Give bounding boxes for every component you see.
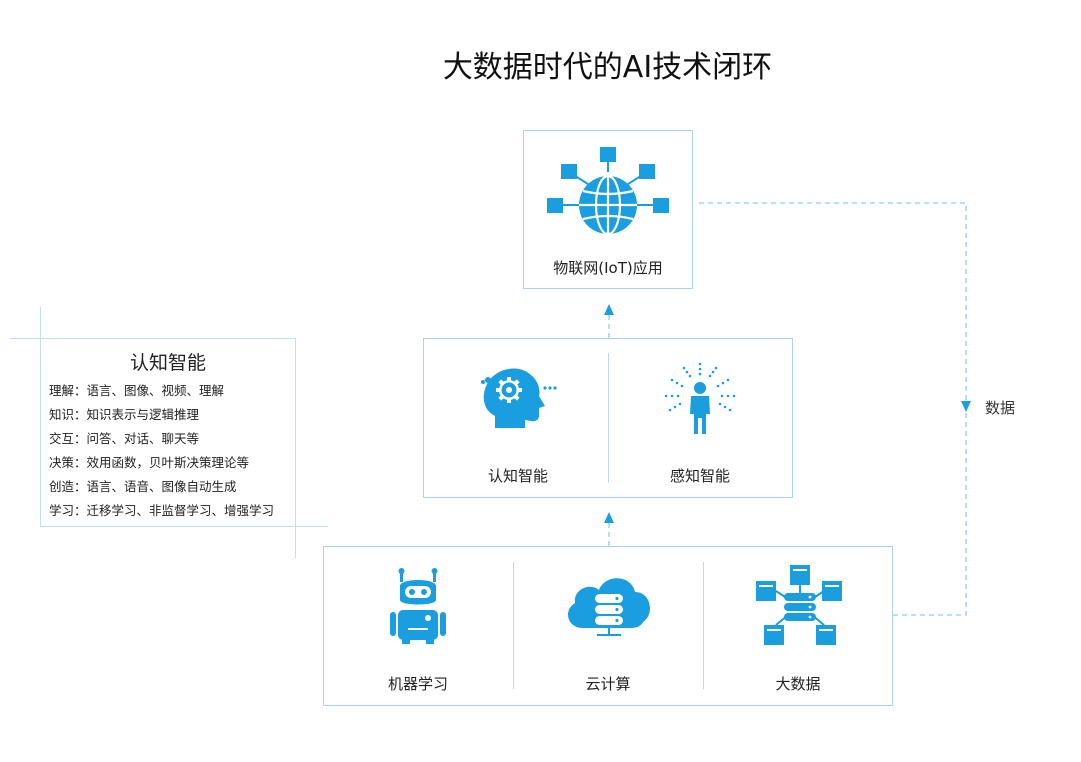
legend-frame-top [10,338,295,339]
intelligence-divider [608,353,609,483]
legend-frame-left [40,307,41,527]
legend-item: 学习：迁移学习、非监督学习、增强学习 [49,503,275,518]
arrow-up-icon [604,512,614,523]
legend-item: 创造：语言、语音、图像自动生成 [49,479,237,494]
big-data-label: 大数据 [775,675,821,693]
person-sensing-icon [664,362,736,434]
data-loop-label: 数据 [985,399,1016,417]
foundation-divider-1 [513,562,514,689]
cognitive-intelligence-label: 认知智能 [487,467,548,485]
page-title: 大数据时代的AI技术闭环 [442,50,773,85]
perceptual-intelligence-label: 感知智能 [669,467,730,485]
cloud-computing-label: 云计算 [585,675,631,693]
head-gear-icon [481,368,557,428]
legend-item: 交互：问答、对话、聊天等 [49,431,200,446]
machine-learning-label: 机器学习 [387,675,448,693]
iot-application-label: 物联网(IoT)应用 [553,259,663,277]
cloud-server-icon [568,578,650,636]
legend-item: 理解：语言、图像、视频、理解 [49,383,225,398]
legend-item: 决策：效用函数，贝叶斯决策理论等 [49,455,250,470]
robot-icon [390,568,446,644]
legend-item: 知识：知识表示与逻辑推理 [49,407,200,422]
legend-frame-bottom [41,526,328,527]
arrow-down-icon [961,401,971,412]
globe-network-icon [547,147,669,236]
legend-title: 认知智能 [129,352,206,374]
legend-frame-right [295,338,296,558]
foundation-divider-2 [703,562,704,689]
server-network-icon [756,565,842,645]
arrow-up-icon [604,304,614,315]
